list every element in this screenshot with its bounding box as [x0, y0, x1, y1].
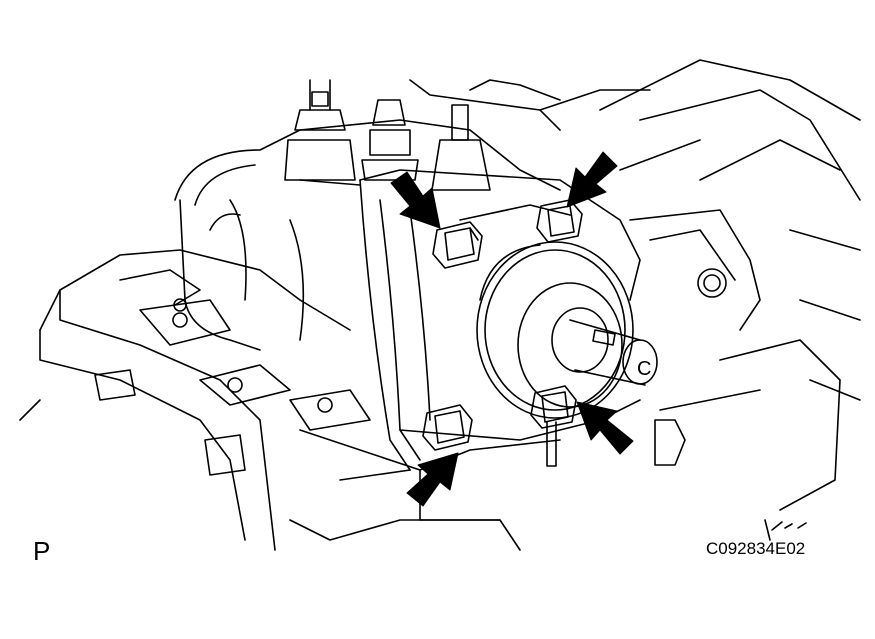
arrow-icon	[576, 401, 634, 455]
coupling-flange	[476, 241, 634, 419]
shaft-marking: C	[637, 358, 651, 380]
view-label: P	[33, 536, 51, 566]
arrow-icon	[390, 171, 441, 229]
bolt-bottom-left	[422, 404, 473, 451]
top-fittings	[284, 79, 491, 191]
bolt-bottom-right	[530, 385, 577, 429]
pump-housing	[289, 169, 641, 551]
bolt-top-left	[432, 221, 483, 269]
drive-shaft	[546, 307, 658, 467]
bolt-top-right	[536, 199, 583, 243]
arrow-icon	[406, 452, 459, 507]
figure-code: C092834E02	[706, 539, 806, 558]
frame-right	[599, 59, 861, 511]
scribble-mark	[764, 519, 807, 541]
frame-left	[19, 249, 371, 551]
arrow-icon	[566, 151, 618, 208]
